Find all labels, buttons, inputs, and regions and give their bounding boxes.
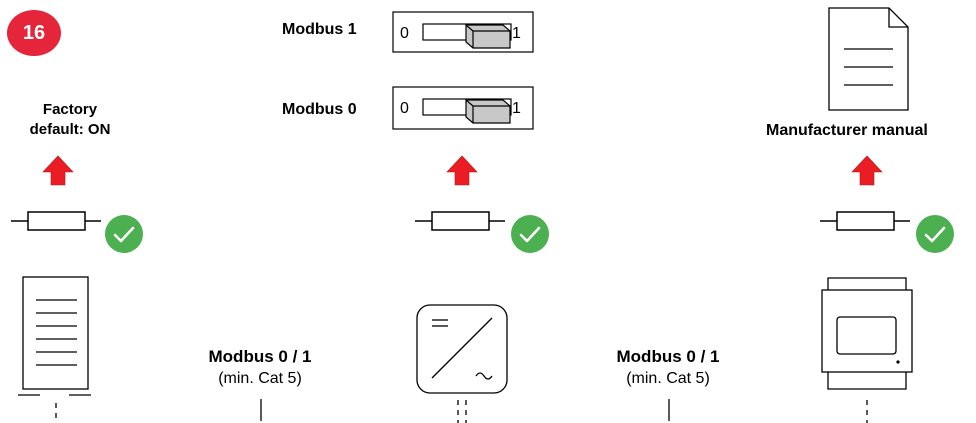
- resistor-icon: [415, 211, 505, 231]
- energy-meter-icon: [821, 277, 913, 423]
- step-badge: 16: [7, 10, 61, 56]
- modbus-0-switch-knob: [465, 99, 511, 124]
- check-icon: [105, 215, 143, 253]
- connection-2-subtitle: (min. Cat 5): [626, 370, 710, 387]
- arrow-up-icon: [851, 155, 883, 186]
- arrow-up-icon: [446, 155, 478, 186]
- resistor-icon: [820, 211, 910, 231]
- modbus-0-switch: 0 1: [392, 86, 534, 130]
- connection-1-subtitle: (min. Cat 5): [218, 370, 302, 387]
- connection-1-title: Modbus 0 / 1: [208, 347, 312, 366]
- manual-document-icon: [828, 7, 909, 111]
- factory-default-line2: default: ON: [29, 121, 111, 138]
- resistor-icon: [11, 211, 101, 231]
- modbus-1-switch: 0 1: [392, 11, 534, 53]
- modbus-1-switch-knob: [465, 24, 511, 49]
- connection-2-title: Modbus 0 / 1: [616, 347, 720, 366]
- check-icon: [916, 215, 954, 253]
- factory-default-label: Factory default: ON: [20, 100, 120, 140]
- factory-default-line1: Factory: [42, 101, 98, 118]
- check-icon: [511, 215, 549, 253]
- modbus-1-on-label: 1: [512, 25, 521, 42]
- storage-device-icon: [18, 276, 91, 423]
- modbus-0-on-label: 1: [512, 100, 521, 117]
- modbus-1-off-label: 0: [400, 25, 409, 42]
- modbus-0-label: Modbus 0: [282, 101, 357, 118]
- modbus-0-off-label: 0: [400, 100, 409, 117]
- inverter-icon: [416, 304, 508, 423]
- modbus-1-label: Modbus 1: [282, 21, 357, 38]
- arrow-up-icon: [42, 155, 74, 186]
- manufacturer-manual-label: Manufacturer manual: [766, 122, 928, 139]
